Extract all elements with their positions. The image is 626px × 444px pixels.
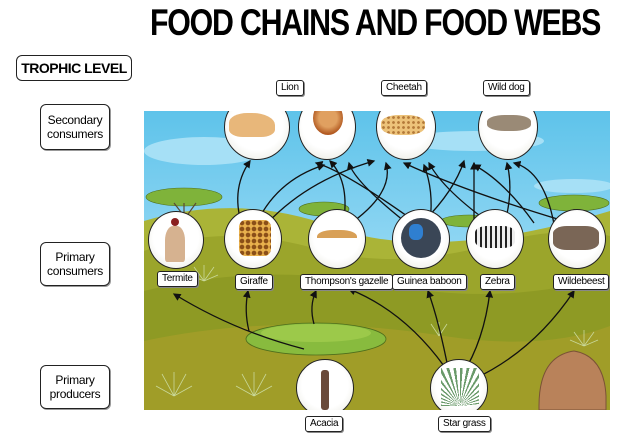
savanna-background <box>144 131 610 410</box>
acacia-node[interactable] <box>296 359 354 410</box>
label-wildebeest: Wildebeest <box>553 274 610 290</box>
gazelle-node[interactable] <box>308 209 366 269</box>
trophic-level-header: TROPHIC LEVEL <box>16 55 132 81</box>
zebra-icon <box>475 226 515 248</box>
label-cheetah: Cheetah <box>381 80 427 96</box>
termite-icon <box>165 226 185 262</box>
label-zebra: Zebra <box>480 274 515 290</box>
zebra-node[interactable] <box>466 209 524 269</box>
label-baboon: Guinea baboon <box>392 274 467 290</box>
level-label-line2: producers <box>49 387 101 401</box>
male-lion-icon <box>313 111 343 135</box>
star-grass-node[interactable] <box>430 359 488 410</box>
acacia-tree-icon <box>321 370 329 410</box>
savanna-scene <box>144 111 610 410</box>
label-gazelle: Thompson's gazelle <box>300 274 394 290</box>
label-acacia: Acacia <box>305 416 344 432</box>
cheetah-icon <box>381 115 425 135</box>
label-termite: Termite <box>157 271 198 287</box>
lioness-icon <box>229 113 275 137</box>
level-label-line2: consumers <box>47 264 103 278</box>
label-star-grass: Star grass <box>438 416 491 432</box>
label-giraffe: Giraffe <box>235 274 273 290</box>
page-title: FOOD CHAINS AND FOOD WEBS <box>150 2 601 43</box>
giraffe-icon <box>239 220 271 256</box>
termite-node[interactable] <box>148 211 204 269</box>
level-label-line1: Primary <box>55 250 95 264</box>
level-primary-producers: Primary producers <box>40 365 110 409</box>
label-wild-dog: Wild dog <box>483 80 530 96</box>
level-primary-consumers: Primary consumers <box>40 242 110 286</box>
wildebeest-node[interactable] <box>548 209 606 269</box>
wild-dog-icon <box>487 115 531 131</box>
cheetah-node[interactable] <box>376 111 436 160</box>
gazelle-icon <box>317 230 357 246</box>
giraffe-node[interactable] <box>224 209 282 269</box>
level-label-line1: Primary <box>55 373 95 387</box>
level-secondary-consumers: Secondary consumers <box>40 104 110 150</box>
level-label-line2: consumers <box>47 127 103 141</box>
wildebeest-icon <box>553 226 599 250</box>
star-grass-icon <box>441 368 479 406</box>
level-label-line1: Secondary <box>47 113 103 127</box>
baboon-node[interactable] <box>392 209 450 269</box>
baboon-face-icon <box>409 224 423 240</box>
label-lion: Lion <box>276 80 304 96</box>
termite-bug-icon <box>171 218 179 226</box>
